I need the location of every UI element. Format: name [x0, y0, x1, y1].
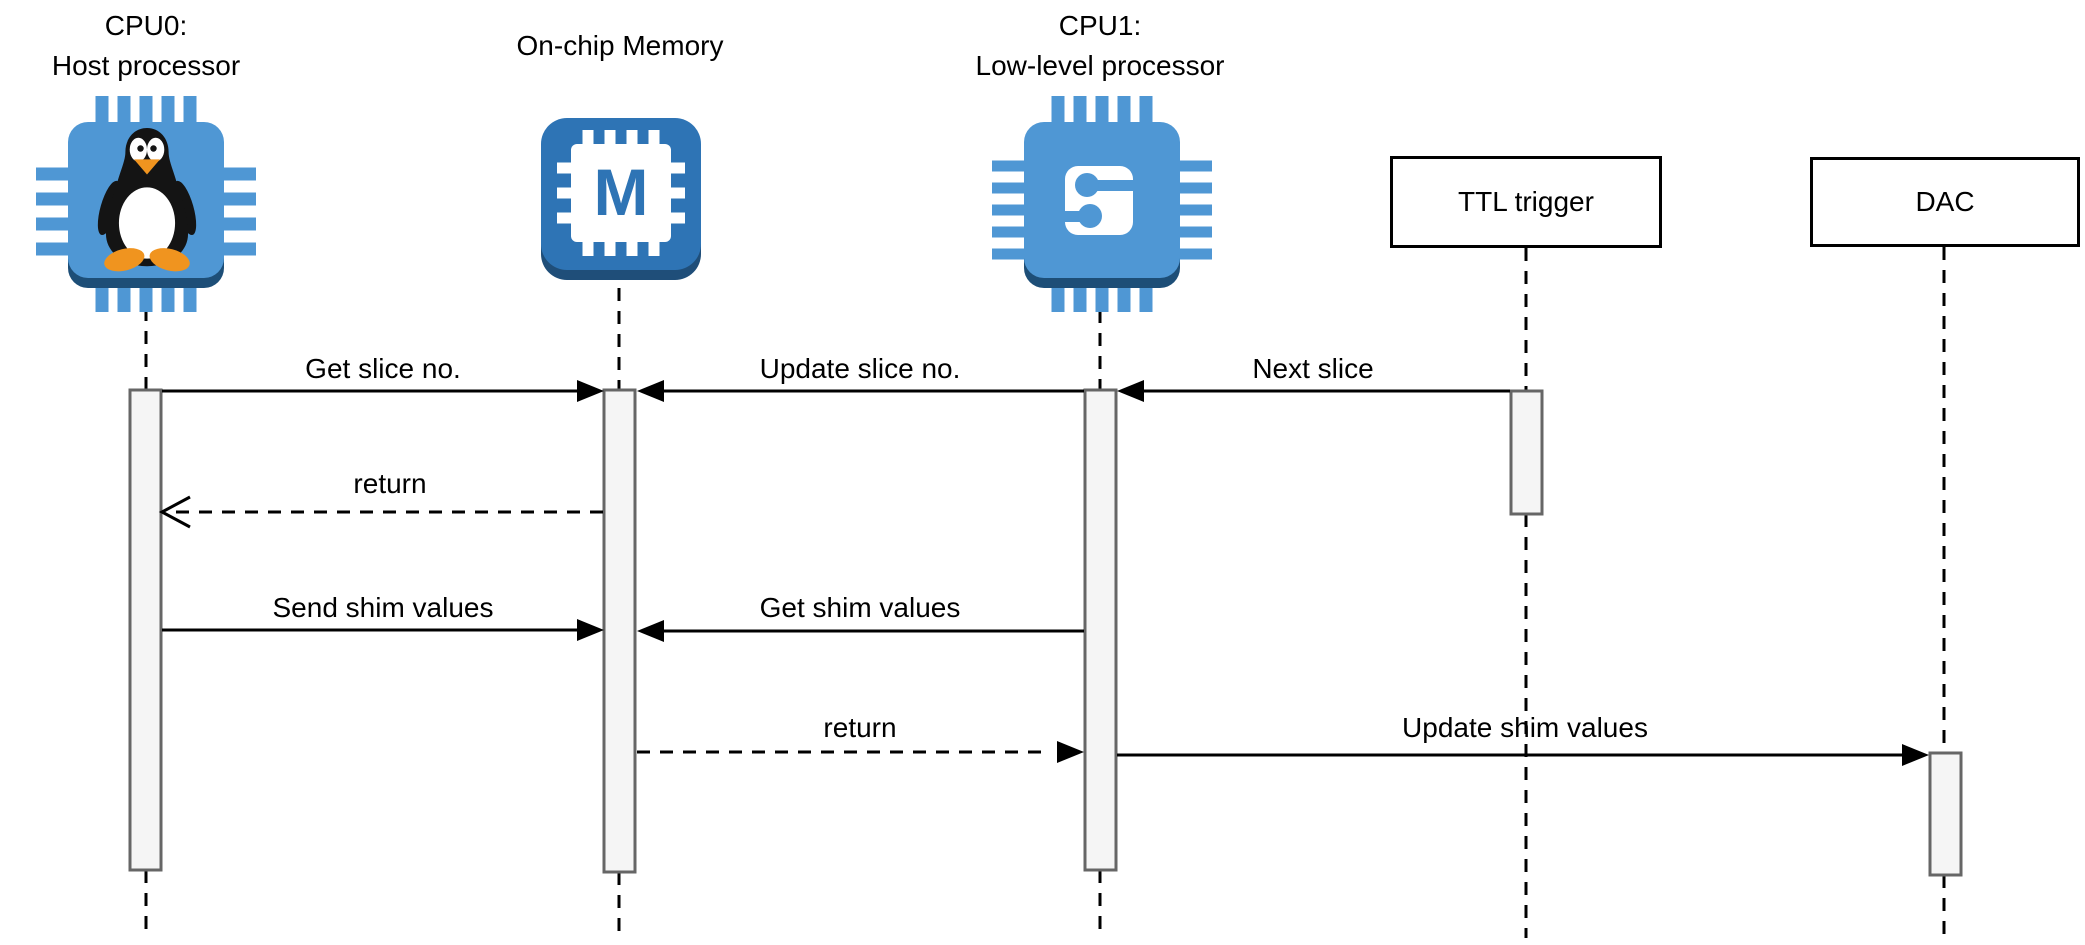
- activation-bar-cpu1: [1083, 388, 1118, 872]
- activation-bar-ttl: [1509, 389, 1544, 516]
- activation-bar-dac: [1928, 751, 1963, 877]
- memory-letter: M: [594, 155, 649, 229]
- arrowhead-update-slice-no: [637, 380, 664, 402]
- actor-box-ttl-trigger: TTL trigger: [1390, 156, 1662, 248]
- linux-chip-icon: [36, 96, 256, 312]
- activation-bar-memory: [602, 388, 637, 874]
- dac-label: DAC: [1915, 186, 1975, 217]
- arrowhead-return-to-cpu0: [158, 495, 191, 529]
- arrowhead-next-slice: [1117, 380, 1144, 402]
- message-label-next-slice: Next slice: [1252, 353, 1374, 384]
- cpu0-title-line2: Host processor: [51, 50, 241, 81]
- actor-box-dac: DAC: [1810, 157, 2080, 247]
- arrowhead-update-shim-values: [1902, 744, 1929, 766]
- tux-penguin-icon: [97, 128, 197, 272]
- lifeline-title-cpu1: CPU1: Low-level processor: [976, 6, 1225, 86]
- lifeline-title-cpu0: CPU0: Host processor: [52, 6, 240, 86]
- arrowhead-get-slice-no: [577, 380, 604, 402]
- activation-bar-cpu0: [128, 388, 163, 872]
- circuit-chip-icon: [992, 96, 1212, 312]
- memory-title-line1: On-chip Memory: [516, 30, 724, 61]
- memory-chip-icon: M: [541, 118, 701, 280]
- message-label-update-slice-no: Update slice no.: [759, 353, 961, 384]
- activation-bars-group: [128, 388, 1963, 877]
- cpu1-title-line2: Low-level processor: [975, 50, 1225, 81]
- cpu1-title-line1: CPU1:: [1058, 10, 1142, 41]
- lifeline-title-memory: On-chip Memory: [517, 26, 724, 66]
- message-label-get-slice-no: Get slice no.: [305, 353, 461, 384]
- arrowhead-get-shim-values: [637, 620, 664, 642]
- message-arrows-group: [158, 380, 1929, 766]
- cpu0-title-line1: CPU0:: [104, 10, 188, 41]
- message-label-send-shim-values: Send shim values: [272, 592, 494, 623]
- ttl-trigger-label: TTL trigger: [1458, 186, 1594, 217]
- message-label-return-1: return: [353, 468, 427, 499]
- lifelines-group: [144, 247, 1946, 938]
- message-label-return-2: return: [823, 712, 897, 743]
- s-circuit-glyph: [1065, 166, 1133, 235]
- arrowhead-return-to-cpu1: [1057, 741, 1084, 763]
- arrowhead-send-shim-values: [577, 619, 604, 641]
- message-label-get-shim-values: Get shim values: [759, 592, 961, 623]
- message-label-update-shim-values: Update shim values: [1402, 712, 1648, 743]
